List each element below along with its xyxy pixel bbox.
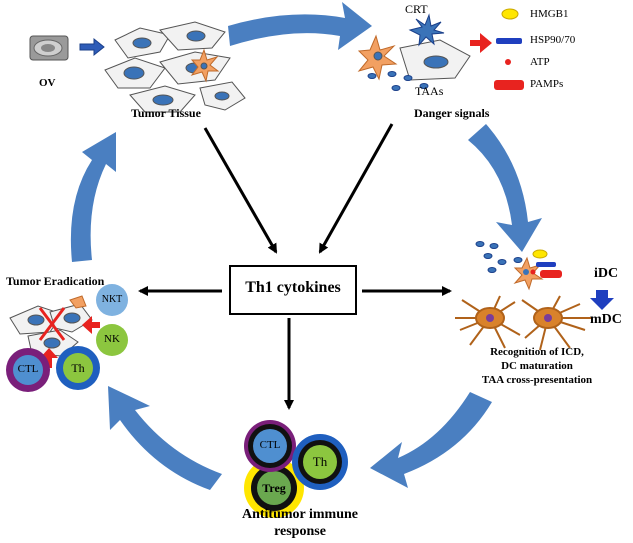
antitumor-th-label: Th: [312, 454, 328, 469]
blue-bar-icon: [496, 38, 522, 44]
th1-cytokines-box: [229, 265, 357, 315]
dendritic-cell-1: [455, 295, 521, 349]
cycle-arrows: [70, 2, 542, 490]
danger-signals-label: Danger signals: [414, 106, 490, 120]
dc-signals: [475, 241, 562, 291]
mdc-label: mDC: [590, 312, 622, 327]
cycle-arrow-top: [228, 2, 372, 50]
nk-red-arrow-icon: [82, 316, 100, 334]
tumor-tissue-cluster: [104, 21, 246, 113]
tumor-tissue-label: Tumor Tissue: [131, 106, 201, 120]
legend-hsp: HSP90/70: [530, 34, 576, 46]
antitumor-line2: response: [274, 524, 326, 539]
treg-label: Treg: [262, 481, 286, 495]
nkt-label: NKT: [101, 294, 123, 305]
legend-icons: [494, 8, 524, 90]
nk-cell: [96, 324, 128, 356]
cycle-arrow-right: [468, 124, 542, 252]
cycle-arrow-left: [70, 132, 116, 262]
legend-atp: ATP: [530, 56, 550, 68]
dendritic-cells: [455, 295, 592, 351]
antitumor-ctl-label: CTL: [259, 439, 281, 451]
nk-label: NK: [104, 333, 120, 345]
dendritic-cell-2: [521, 295, 592, 351]
black-arrows: [138, 123, 452, 410]
arrow-danger-to-center: [318, 123, 394, 254]
th-label: Th: [71, 361, 85, 375]
danger-signals-cells: [357, 13, 471, 91]
cycle-arrow-lower-right: [370, 392, 492, 488]
cycle-arrow-lower-left: [108, 386, 222, 490]
legend-hmgb1: HMGB1: [530, 8, 569, 20]
ov-arrow-icon: [79, 37, 105, 57]
danger-red-arrow-icon: [470, 33, 492, 53]
th1-cytokines-label: Th1 cytokines: [245, 279, 341, 296]
idc-to-mdc-arrow-icon: [590, 290, 614, 310]
taas-label: TAAs: [415, 84, 444, 98]
antitumor-line1: Antitumor immune: [241, 507, 359, 522]
ctl-red-arrow-icon: [40, 348, 58, 368]
red-bar-icon: [494, 80, 524, 90]
dc-label-line2: DC maturation: [501, 360, 573, 372]
tumor-eradication-label: Tumor Eradication: [6, 274, 105, 288]
red-x-icon: [38, 307, 66, 341]
yellow-ellipse-icon: [501, 8, 519, 20]
dc-label-line1: Recognition of ICD,: [490, 346, 584, 358]
ov-virus-icon: [29, 35, 69, 61]
legend-pamps: PAMPs: [530, 78, 564, 90]
red-dot-icon: [505, 59, 511, 65]
crt-label: CRT: [405, 2, 428, 16]
ctl-label: CTL: [17, 363, 39, 375]
idc-label: iDC: [594, 266, 619, 281]
arrow-tumor-to-center: [203, 127, 278, 254]
antitumor-immune-cells: [244, 420, 348, 518]
nkt-cell: [96, 284, 128, 316]
dc-label-line3: TAA cross-presentation: [481, 374, 593, 386]
ov-label: OV: [39, 77, 56, 89]
eradication-immune-cells: [6, 284, 128, 392]
